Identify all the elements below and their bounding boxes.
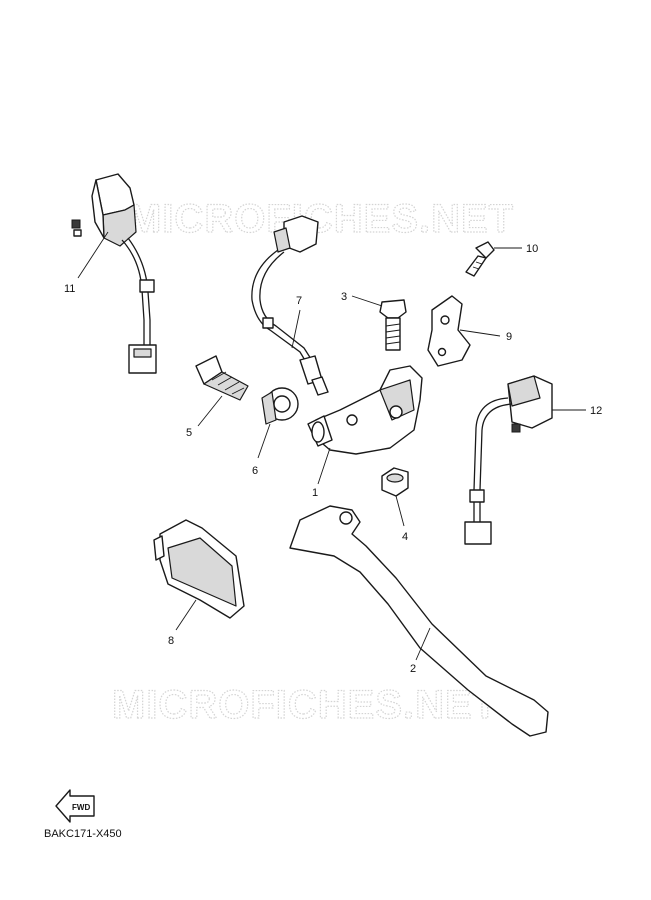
part-6-lock-nut <box>261 387 299 425</box>
callout-3: 3 <box>341 291 347 303</box>
leader-1 <box>317 447 331 485</box>
callout-10: 10 <box>526 243 538 255</box>
callout-6: 6 <box>252 465 258 477</box>
callout-7: 7 <box>296 295 302 307</box>
leader-5 <box>197 395 223 427</box>
fwd-arrow-icon: FWD <box>55 789 95 823</box>
leader-3 <box>351 295 383 307</box>
part-5-adjuster <box>195 355 249 401</box>
callout-4: 4 <box>402 531 408 543</box>
callout-5: 5 <box>186 427 192 439</box>
callout-9: 9 <box>506 331 512 343</box>
part-8-lever-cover <box>153 519 245 619</box>
callout-1: 1 <box>312 487 318 499</box>
diagram-code: BAKC171-X450 <box>44 828 122 840</box>
watermark-top: MICROFICHES.NET <box>128 197 514 241</box>
part-4-nut <box>381 467 409 497</box>
part-9-holder <box>427 295 471 367</box>
part-10-screw <box>465 241 495 277</box>
leader-11 <box>77 231 109 279</box>
leader-6 <box>257 423 271 459</box>
callout-2: 2 <box>410 663 416 675</box>
leader-4 <box>395 495 405 527</box>
part-3-pivot-bolt <box>379 299 407 351</box>
part-1-lever-holder <box>307 365 423 455</box>
part-7-clutch-switch <box>251 215 329 396</box>
callout-11: 11 <box>64 283 75 295</box>
part-2-clutch-lever <box>289 505 549 737</box>
callout-8: 8 <box>168 635 174 647</box>
leader-2 <box>415 627 431 661</box>
leader-7 <box>291 309 301 349</box>
leader-8 <box>175 599 197 631</box>
callout-12: 12 <box>590 405 602 417</box>
part-12-switch-right <box>464 375 553 545</box>
leader-9 <box>459 329 501 337</box>
fwd-label: FWD <box>72 803 90 812</box>
watermark-bottom: MICROFICHES.NET <box>112 683 498 727</box>
